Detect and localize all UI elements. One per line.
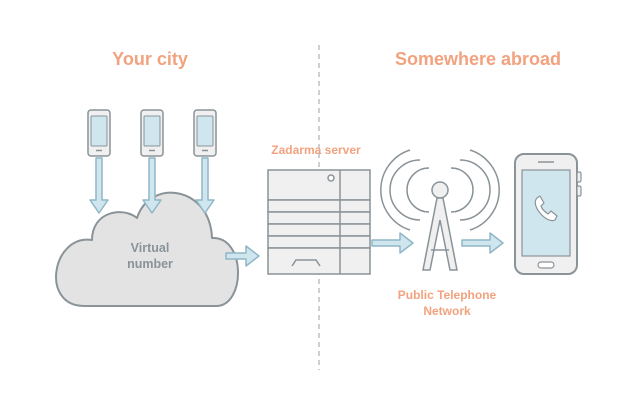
radio-tower-icon xyxy=(380,149,500,271)
cloud-label-line2: number xyxy=(127,257,173,271)
pstn-label-line1: Public Telephone xyxy=(397,288,497,302)
arrow-down xyxy=(195,157,215,214)
mobile-phone-icon xyxy=(87,109,111,157)
heading-your-city: Your city xyxy=(112,49,188,69)
cloud-label-line1: Virtual xyxy=(130,241,170,255)
arrow-down xyxy=(142,157,162,214)
pstn-label: Public Telephone Network xyxy=(372,287,522,319)
arrow-right xyxy=(461,232,504,254)
mobile-phone-icon xyxy=(140,109,164,157)
server-label-text: Zadarma server xyxy=(271,143,361,157)
phone-handset-icon xyxy=(534,195,558,222)
server-label: Zadarma server xyxy=(246,142,386,158)
cloud-label: Virtual number xyxy=(95,240,205,272)
mobile-phone-icon xyxy=(193,109,217,157)
heading-somewhere-abroad: Somewhere abroad xyxy=(394,49,562,69)
pstn-label-line2: Network xyxy=(423,304,471,318)
smartphone-call-icon xyxy=(514,153,582,275)
arrow-right xyxy=(225,245,260,267)
server-icon xyxy=(267,169,371,275)
arrow-right xyxy=(371,232,414,254)
arrow-down xyxy=(89,157,109,214)
cloud-icon xyxy=(55,191,239,307)
